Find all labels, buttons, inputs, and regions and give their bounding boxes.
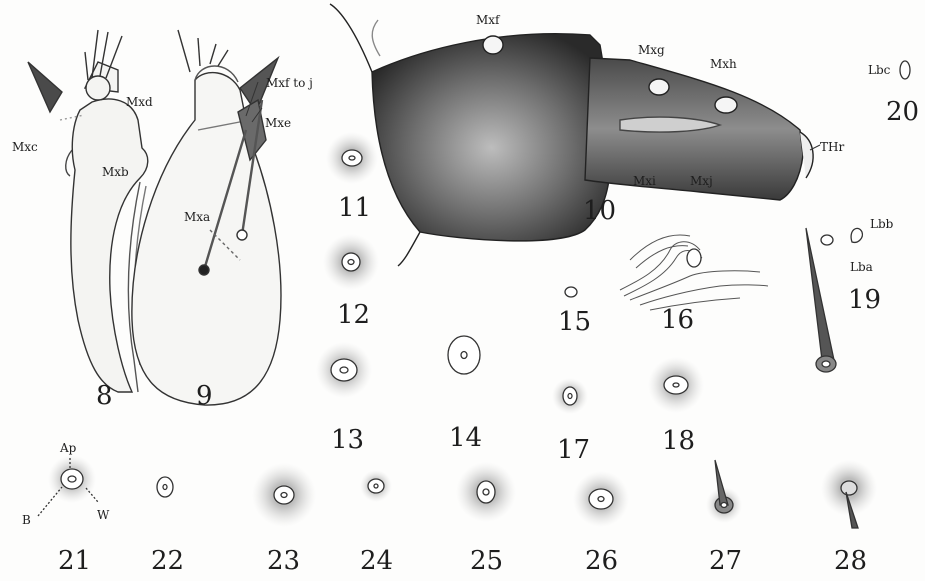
figure-number-24: 24 <box>360 548 393 574</box>
figure-number-9: 9 <box>196 383 213 409</box>
label-w: W <box>97 509 109 521</box>
figure-number-18: 18 <box>662 428 695 454</box>
figure-number-23: 23 <box>267 548 300 574</box>
figure-number-15: 15 <box>558 309 591 335</box>
label-thr: THr <box>820 141 844 153</box>
label-mxj: Mxj <box>690 175 713 187</box>
figure-16-cuticle-drawing <box>620 235 768 310</box>
label-mxh: Mxh <box>710 58 737 70</box>
label-mxf-to-j: Mxf to j <box>266 77 313 89</box>
label-mxf: Mxf <box>476 14 500 26</box>
figure-number-25: 25 <box>470 548 503 574</box>
figure-number-28: 28 <box>834 548 867 574</box>
label-lbb: Lbb <box>870 218 893 230</box>
label-mxg: Mxg <box>638 44 665 56</box>
figure-number-8: 8 <box>96 383 113 409</box>
label-lbc: Lbc <box>868 64 890 76</box>
figure-number-16: 16 <box>661 307 694 333</box>
figure-number-27: 27 <box>709 548 742 574</box>
figure-number-19: 19 <box>848 287 881 313</box>
figure-number-14: 14 <box>449 425 482 451</box>
figure-number-21: 21 <box>58 548 91 574</box>
label-mxi: Mxi <box>633 175 656 187</box>
label-mxb: Mxb <box>102 166 129 178</box>
label-mxe: Mxe <box>265 117 291 129</box>
figure-number-17: 17 <box>557 437 590 463</box>
figure-number-13: 13 <box>331 427 364 453</box>
label-mxa: Mxa <box>184 211 210 223</box>
figure-number-12: 12 <box>337 302 370 328</box>
label-ap: Ap <box>60 442 76 454</box>
figure-number-20: 20 <box>886 99 919 125</box>
figure-number-26: 26 <box>585 548 618 574</box>
label-b: B <box>22 514 31 526</box>
figure-8-maxilla-drawing <box>28 30 148 392</box>
label-mxd: Mxd <box>126 96 153 108</box>
figure-number-22: 22 <box>151 548 184 574</box>
figure-number-10: 10 <box>583 198 616 224</box>
figure-10-head-drawing <box>330 4 813 266</box>
label-mxc: Mxc <box>12 141 38 153</box>
figure-number-11: 11 <box>338 195 371 221</box>
label-lba: Lba <box>850 261 873 273</box>
